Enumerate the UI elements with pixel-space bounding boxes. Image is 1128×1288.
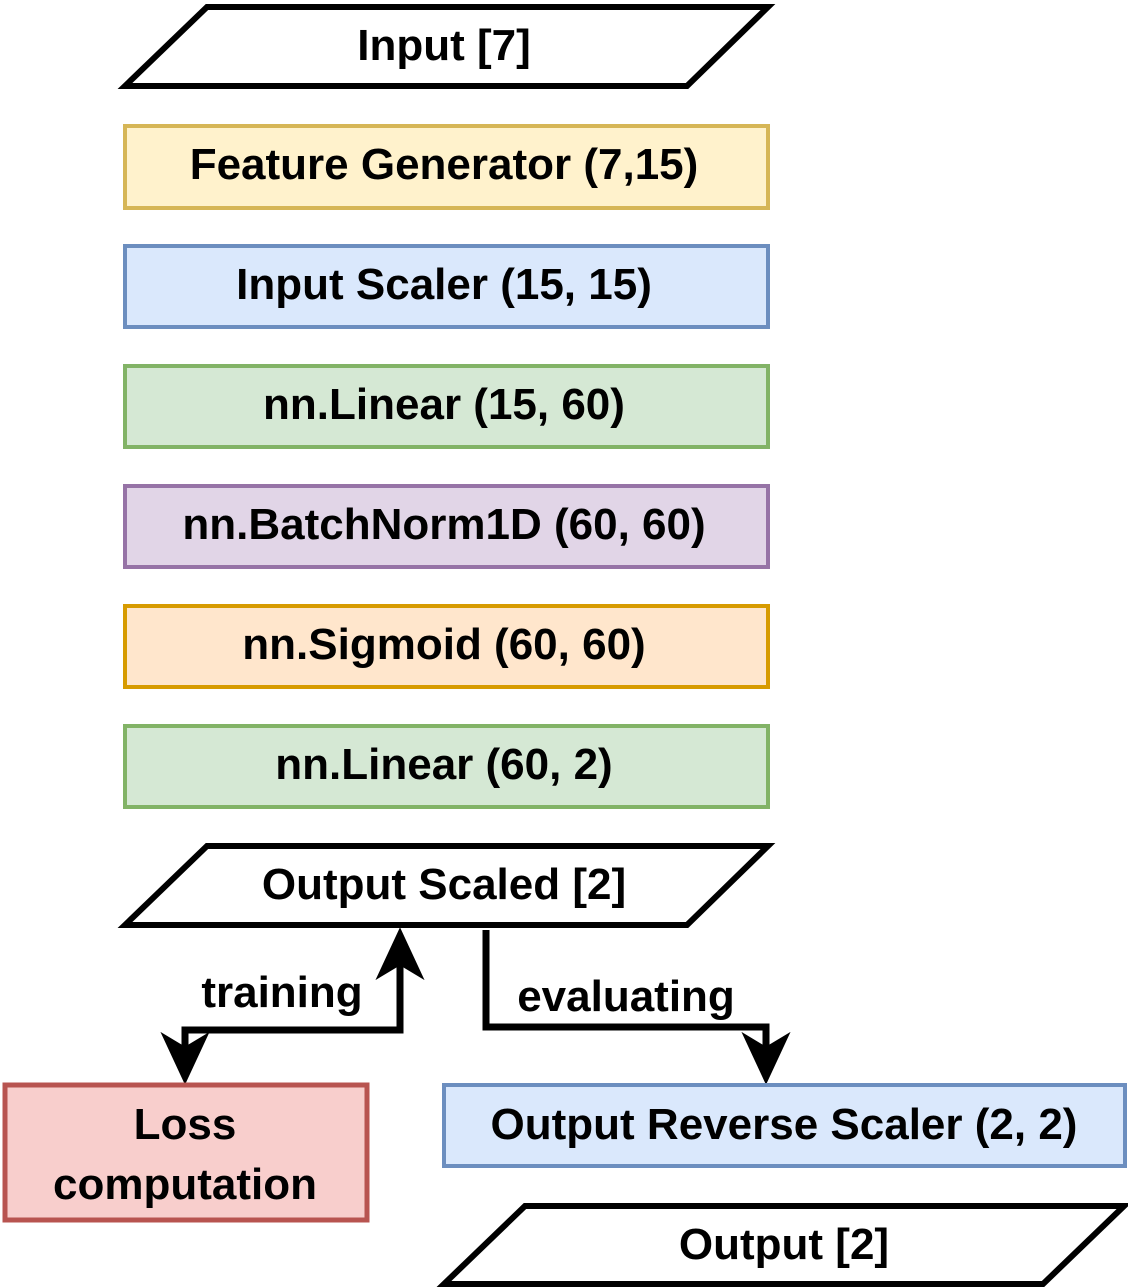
- linear-2-label: nn.Linear (60, 2): [275, 740, 612, 789]
- linear-2-box: [123, 724, 770, 809]
- training-edge: training: [160, 927, 425, 1085]
- input-shape: [117, 3, 776, 89]
- reverse-scaler-box: [442, 1083, 1127, 1168]
- input-scaler-label: Input Scaler (15, 15): [236, 260, 652, 309]
- loss-node: Loss computation: [2, 1082, 370, 1223]
- batchnorm-label: nn.BatchNorm1D (60, 60): [182, 500, 705, 549]
- training-arrow-up-icon: [375, 927, 425, 981]
- loss-label-line2: computation: [53, 1160, 317, 1209]
- feature-generator-node: Feature Generator (7,15): [123, 124, 770, 210]
- output-node: Output [2]: [436, 1203, 1128, 1287]
- output-scaled-node: Output Scaled [2]: [117, 843, 776, 928]
- linear-1-label: nn.Linear (15, 60): [263, 380, 625, 429]
- reverse-scaler-node: Output Reverse Scaler (2, 2): [442, 1083, 1127, 1168]
- output-label: Output [2]: [679, 1220, 889, 1269]
- input-label: Input [7]: [357, 21, 531, 70]
- input-node: Input [7]: [117, 3, 776, 89]
- evaluating-edge: evaluating: [482, 930, 791, 1085]
- input-scaler-box: [123, 244, 770, 329]
- loss-box: [2, 1082, 370, 1223]
- reverse-scaler-label: Output Reverse Scaler (2, 2): [491, 1100, 1078, 1149]
- loss-label-line1: Loss: [134, 1100, 237, 1149]
- training-connector: [181, 965, 404, 1055]
- training-label: training: [201, 968, 362, 1017]
- sigmoid-node: nn.Sigmoid (60, 60): [123, 604, 770, 689]
- output-shape: [436, 1203, 1128, 1287]
- output-scaled-label: Output Scaled [2]: [262, 860, 626, 909]
- linear-1-node: nn.Linear (15, 60): [123, 364, 770, 449]
- sigmoid-label: nn.Sigmoid (60, 60): [242, 620, 645, 669]
- output-scaled-shape: [117, 843, 776, 928]
- feature-generator-label: Feature Generator (7,15): [190, 140, 699, 189]
- linear-2-node: nn.Linear (60, 2): [123, 724, 770, 809]
- batchnorm-box: [123, 484, 770, 569]
- batchnorm-node: nn.BatchNorm1D (60, 60): [123, 484, 770, 569]
- evaluating-arrow-down-icon: [741, 1031, 791, 1085]
- linear-1-box: [123, 364, 770, 449]
- input-scaler-node: Input Scaler (15, 15): [123, 244, 770, 329]
- feature-generator-box: [123, 124, 770, 210]
- evaluating-label: evaluating: [517, 972, 735, 1021]
- sigmoid-box: [123, 604, 770, 689]
- evaluating-connector: [482, 930, 770, 1055]
- training-arrow-down-icon: [160, 1031, 210, 1085]
